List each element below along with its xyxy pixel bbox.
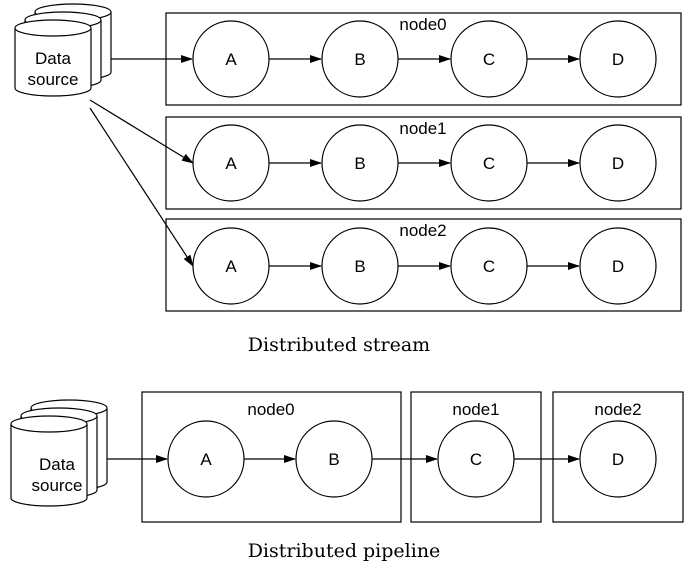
stream-node1: node1 A B C D [165,116,682,210]
node-label: node1 [452,400,499,419]
arrow-source-node2 [89,107,194,267]
pipeline-caption: Distributed pipeline [248,540,441,562]
stage-label-c: C [483,154,495,173]
node-label: node0 [247,400,294,419]
stage-label-d: D [612,257,624,276]
stage-label-b: B [354,257,365,276]
data-source-label-line2: source [31,476,82,495]
stage-label-c: C [470,450,482,469]
stage-label-a: A [225,50,237,69]
stage-circle-d [579,420,657,498]
pipeline-node1: node1 C [410,391,542,523]
pipeline-diagram: Data source node0 A B node1 C node2 D [10,391,684,562]
node-label: node0 [399,15,446,34]
stage-label-a: A [200,450,212,469]
stage-circle-d [579,124,657,202]
pipeline-node2: node2 D [552,391,684,523]
stream-diagram: Data source node0 A B C D node1 A B [14,3,682,356]
node-label: node1 [399,119,446,138]
arrow-source-node1 [89,99,194,164]
stage-label-b: B [328,450,339,469]
stage-label-a: A [225,257,237,276]
stream-caption: Distributed stream [248,334,430,356]
stage-label-b: B [354,50,365,69]
node-box [410,391,542,523]
stream-node2: node2 A B C D [165,218,682,312]
pipeline-data-source: Data source [10,399,108,507]
stage-label-d: D [612,450,624,469]
stage-label-c: C [483,50,495,69]
node-label: node2 [594,400,641,419]
stage-label-d: D [612,154,624,173]
stage-label-b: B [354,154,365,173]
stage-circle-d [579,227,657,305]
node-box [141,391,402,523]
stage-label-c: C [483,257,495,276]
data-source-label-line1: Data [35,49,71,68]
stream-data-source: Data source [14,3,112,97]
stage-label-d: D [612,50,624,69]
data-source-label-line2: source [27,70,78,89]
cylinder-front [14,19,92,97]
data-source-label-line1: Data [39,455,75,474]
node-label: node2 [399,221,446,240]
stage-circle-d [579,20,657,98]
node-box [552,391,684,523]
stream-node0: node0 A B C D [165,12,682,106]
pipeline-node0: node0 A B [141,391,402,523]
node-box [165,218,682,312]
node-box [165,116,682,210]
stage-label-a: A [225,154,237,173]
cylinder-front [10,415,88,507]
